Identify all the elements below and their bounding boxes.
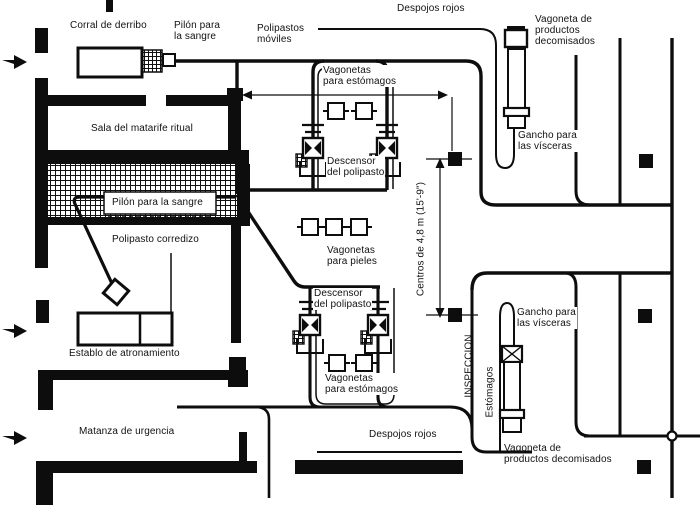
trolley-box-icon — [322, 102, 350, 120]
hoist-icon — [294, 123, 328, 178]
corral-box — [76, 46, 176, 79]
condemned-trolley-icon — [502, 26, 531, 129]
trolley-box-icon — [323, 354, 351, 372]
overhead-rails — [72, 38, 700, 498]
label-centros-dimension: Centros de 4,8 m (15'-9") — [415, 181, 427, 297]
column-marker — [637, 460, 651, 474]
hook-icon — [101, 277, 131, 307]
trolley-box-icon — [350, 354, 378, 372]
junction-circle — [666, 430, 678, 442]
label-establo-atronamiento: Establo de atronamiento — [69, 348, 180, 359]
label-pilon-sangre-box: Pilón para la sangre — [112, 197, 203, 208]
label-matanza-urgencia: Matanza de urgencia — [79, 426, 175, 437]
dimension-line-horizontal — [242, 90, 453, 151]
label-vagoneta-decomisados-top: Vagoneta de productos decomisados — [535, 14, 596, 48]
label-despojos-rojos-top: Despojos rojos — [397, 3, 465, 14]
trolley-box-icon — [296, 218, 324, 236]
label-vagonetas-estomagos-bottom: Vagonetas para estómagos — [324, 373, 400, 396]
flow-arrow-icon — [2, 324, 27, 338]
conveyor-bar — [295, 460, 463, 474]
column-marker — [639, 154, 653, 168]
flow-arrow-icon — [2, 431, 27, 445]
label-vagonetas-pieles: Vagonetas para pieles — [327, 245, 378, 268]
label-inspeccion: INSPECCION — [463, 334, 475, 398]
label-vagonetas-estomagos-top: Vagonetas para estómagos — [322, 65, 398, 88]
dimension-line-vertical — [426, 158, 478, 318]
label-box — [103, 191, 217, 218]
walls — [35, 0, 257, 505]
label-despojos-rojos-bottom: Despojos rojos — [369, 429, 437, 440]
label-vagoneta-decomisados-bottom: Vagoneta de productos decomisados — [504, 443, 612, 466]
blood-basin-icon — [162, 53, 176, 67]
label-polipasto-corredizo: Polipasto corredizo — [112, 234, 199, 245]
column-marker — [638, 309, 652, 323]
label-descensor-top: Descensor del polipasto — [326, 156, 386, 179]
flow-arrow-icon — [2, 55, 27, 69]
label-gancho-visceras-bottom: Gancho para las vísceras — [516, 307, 577, 330]
trolley-box-icon — [345, 218, 373, 236]
corral-hatch — [141, 49, 163, 73]
label-sala-matarife: Sala del matarife ritual — [91, 123, 193, 134]
condemned-trolley-icon — [498, 344, 526, 433]
trolley-box-icon — [350, 102, 378, 120]
trolley-box-icon — [320, 218, 348, 236]
label-pilon-sangre-top: Pilón para la sangre — [174, 20, 221, 43]
label-descensor-bottom: Descensor del polipasto — [313, 288, 373, 311]
label-corral-de-derribo: Corral de derribo — [70, 20, 147, 31]
label-gancho-visceras-top: Gancho para las vísceras — [517, 130, 578, 153]
label-estomagos: Estómagos — [484, 366, 496, 418]
stunning-pen-box — [76, 311, 174, 347]
label-polipastos-moviles: Polipastos móviles — [257, 23, 305, 46]
